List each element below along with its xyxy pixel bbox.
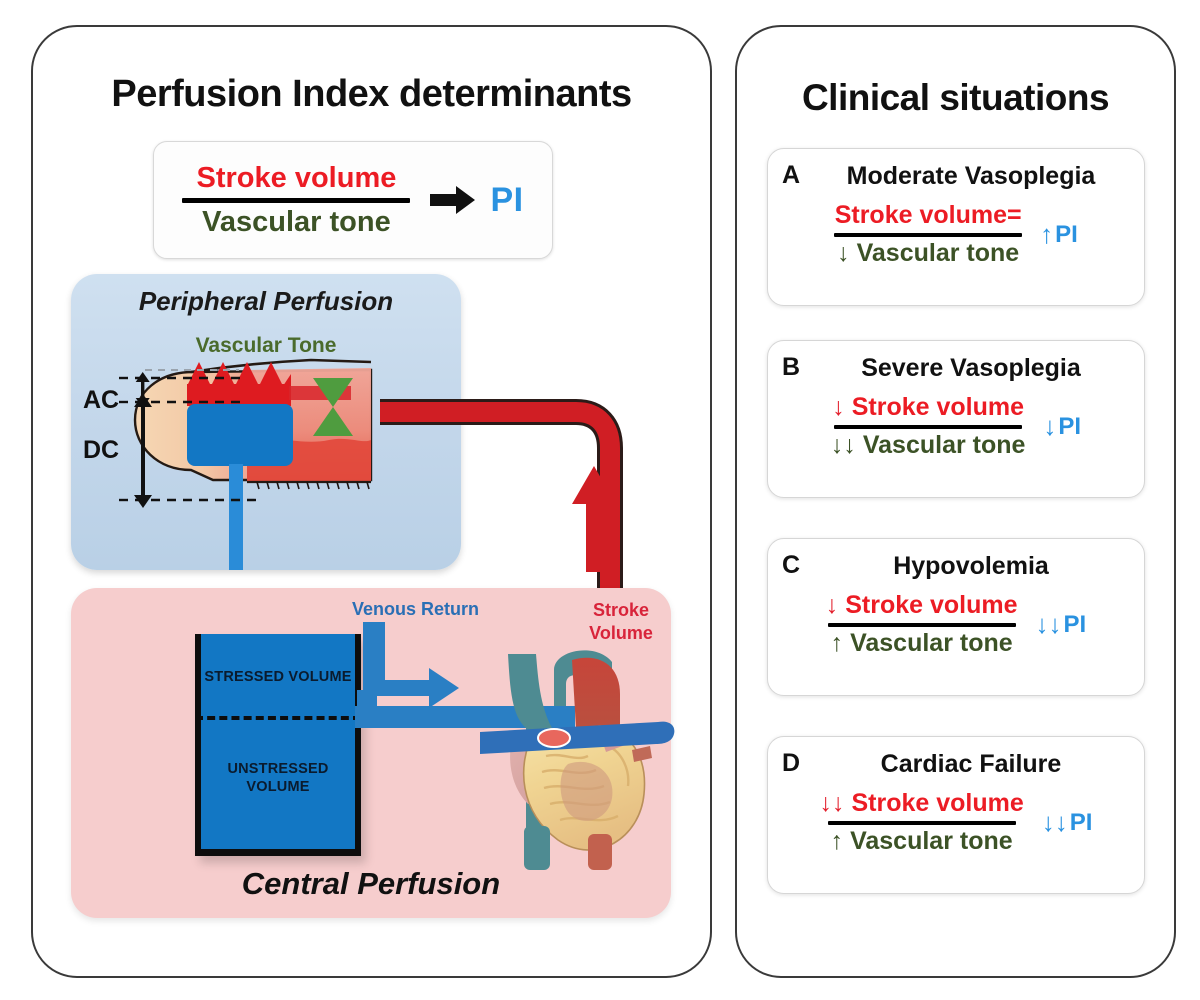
denominator-arrows-a: ↓ [837, 239, 850, 267]
numerator-arrows-c: ↓ [825, 591, 839, 619]
numerator-text-b: Stroke volume [851, 393, 1025, 421]
case-result-d: ↓↓ PI [1042, 807, 1093, 838]
clinical-case-c[interactable]: C Hypovolemia ↓ Stroke volume ↑ Vascular… [767, 538, 1145, 696]
case-result-c: ↓↓ PI [1036, 609, 1087, 640]
result-label-a: PI [1055, 220, 1078, 248]
case-result-b: ↓ PI [1043, 411, 1081, 442]
numerator-text-c: Stroke volume [845, 591, 1018, 619]
clinical-case-b[interactable]: B Severe Vasoplegia ↓ Stroke volume ↓↓ V… [767, 340, 1145, 498]
denominator-arrows-d: ↑ [830, 827, 844, 855]
numerator-arrows-b: ↓ [832, 393, 845, 421]
venous-return-label: Venous Return [352, 599, 480, 619]
denominator-text-b: Vascular tone [862, 431, 1026, 459]
pi-formula-box: Stroke volume Vascular tone PI [153, 141, 553, 259]
clinical-case-a[interactable]: A Moderate Vasoplegia Stroke volume= ↓ V… [767, 148, 1145, 306]
fraction-bar [182, 198, 411, 203]
case-body-a: Stroke volume= ↓ Vascular tone ↑ PI [768, 203, 1144, 266]
result-arrows-c: ↓↓ [1035, 609, 1062, 639]
result-arrows-a: ↑ [1040, 219, 1054, 249]
tank-outflow-connector [357, 690, 377, 716]
case-denominator-c: ↑ Vascular tone [826, 631, 1018, 656]
ac-component-label: AC [83, 386, 120, 414]
result-label-c: PI [1063, 610, 1087, 638]
case-title-b: Severe Vasoplegia [861, 354, 1081, 382]
case-body-d: ↓↓ Stroke volume ↑ Vascular tone ↓↓ PI [768, 791, 1144, 854]
unstressed-volume-label: UNSTRESSED VOLUME [195, 760, 361, 796]
case-title-c: Hypovolemia [893, 552, 1049, 580]
heart-illustration [480, 650, 675, 870]
stroke-volume-label: Stroke Volume [578, 599, 664, 644]
pi-result-label: PI [490, 180, 524, 219]
case-fraction-bar-c [827, 623, 1016, 627]
artery-path [380, 399, 623, 730]
tank-volume-divider [195, 716, 361, 720]
numerator-arrows-d: ↓↓ [819, 789, 845, 817]
case-denominator-a: ↓ Vascular tone [834, 241, 1022, 266]
case-letter-c: C [782, 551, 801, 579]
pi-fraction: Stroke volume Vascular tone [182, 161, 411, 238]
unstressed-volume-line1: UNSTRESSED [227, 761, 329, 777]
result-arrows-d: ↓↓ [1041, 807, 1068, 837]
clinical-situations-title: Clinical situations [801, 77, 1110, 118]
vascular-tone-denominator: Vascular tone [202, 206, 391, 238]
stroke-volume-label-line2: Volume [589, 622, 653, 643]
numerator-text-d: Stroke volume [851, 789, 1024, 817]
unstressed-volume-line2: VOLUME [246, 779, 310, 796]
denominator-text-c: Vascular tone [850, 629, 1013, 657]
case-body-c: ↓ Stroke volume ↑ Vascular tone ↓↓ PI [768, 593, 1144, 656]
case-denominator-b: ↓↓ Vascular tone [831, 433, 1026, 458]
vascular-tone-label: Vascular Tone [195, 334, 337, 357]
clinical-case-d[interactable]: D Cardiac Failure ↓↓ Stroke volume ↑ Vas… [767, 736, 1145, 894]
case-letter-b: B [782, 353, 801, 381]
case-letter-a: A [782, 161, 801, 189]
case-fraction-b: ↓ Stroke volume ↓↓ Vascular tone [831, 395, 1026, 458]
result-label-d: PI [1069, 808, 1093, 836]
case-title-a: Moderate Vasoplegia [846, 162, 1096, 190]
case-fraction-bar-d [827, 821, 1016, 825]
venous-reservoir-tank [195, 634, 361, 856]
denominator-text-a: Vascular tone [856, 239, 1020, 267]
case-fraction-a: Stroke volume= ↓ Vascular tone [834, 203, 1023, 266]
case-body-b: ↓ Stroke volume ↓↓ Vascular tone ↓ PI [768, 395, 1144, 458]
stroke-volume-label-line1: Stroke [592, 600, 650, 620]
result-label-b: PI [1058, 412, 1082, 440]
case-fraction-bar-a [834, 233, 1023, 237]
fingertip-illustration [71, 274, 461, 570]
case-fraction-d: ↓↓ Stroke volume ↑ Vascular tone [820, 791, 1024, 854]
stroke-volume-arrow-icon [572, 466, 616, 572]
case-fraction-c: ↓ Stroke volume ↑ Vascular tone [826, 593, 1018, 656]
case-title-d: Cardiac Failure [880, 750, 1062, 778]
denominator-arrows-c: ↑ [830, 629, 844, 657]
result-arrows-b: ↓ [1043, 411, 1057, 441]
stroke-volume-numerator: Stroke volume [196, 161, 397, 194]
denominator-arrows-b: ↓↓ [830, 431, 856, 459]
case-numerator-b: ↓ Stroke volume [831, 395, 1026, 420]
dc-component-label: DC [83, 436, 120, 464]
stressed-volume-label: STRESSED VOLUME [204, 669, 352, 685]
numerator-suffix-a: = [1006, 201, 1022, 229]
case-fraction-bar-b [834, 425, 1023, 429]
central-perfusion-label: Central Perfusion [241, 866, 501, 901]
case-numerator-a: Stroke volume= [834, 203, 1022, 228]
case-result-a: ↑ PI [1040, 219, 1078, 250]
right-arrow-icon [430, 185, 476, 215]
numerator-text-a: Stroke volume [834, 201, 1007, 229]
peripheral-perfusion-label: Peripheral Perfusion [138, 286, 394, 316]
case-numerator-c: ↓ Stroke volume [826, 593, 1018, 618]
case-letter-d: D [782, 749, 801, 777]
case-numerator-d: ↓↓ Stroke volume [820, 791, 1024, 816]
page-title: Perfusion Index determinants [111, 73, 632, 115]
case-denominator-d: ↑ Vascular tone [820, 829, 1024, 854]
denominator-text-d: Vascular tone [850, 827, 1013, 855]
